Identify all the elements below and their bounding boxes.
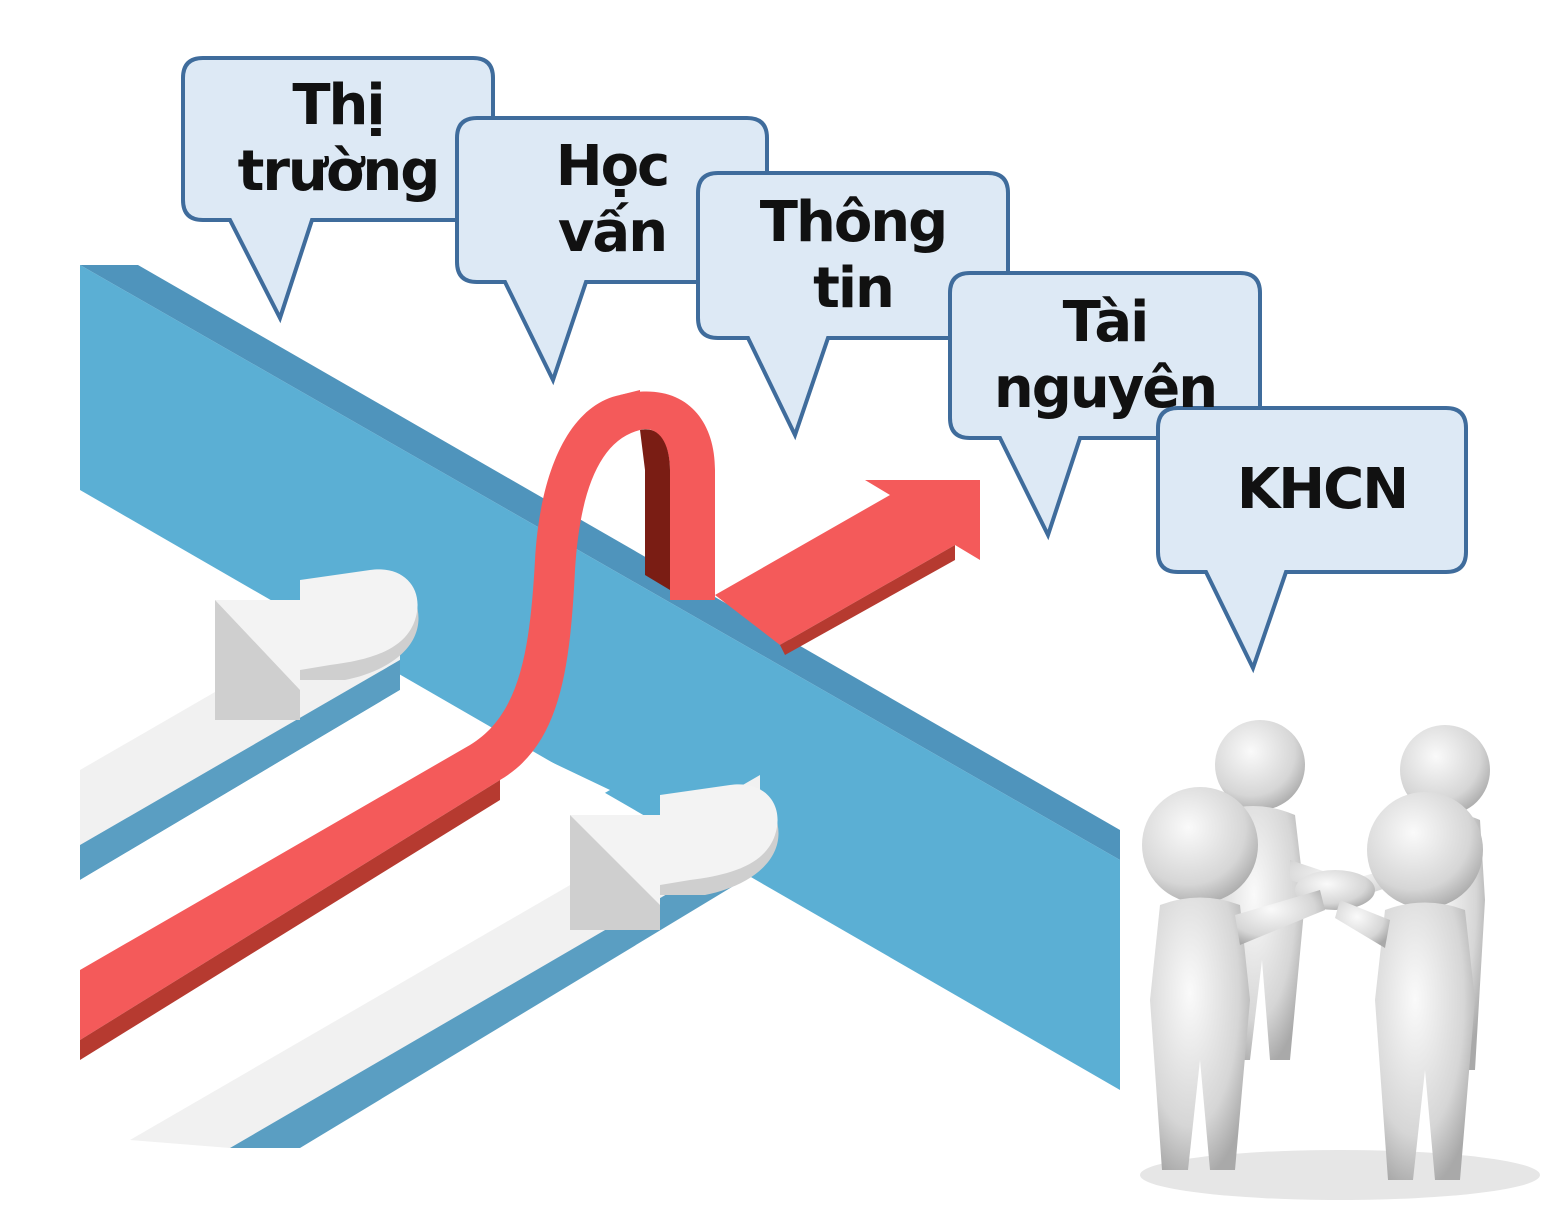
bubble-text-line: vấn bbox=[557, 200, 668, 265]
bubble-thong-tin bbox=[696, 171, 1010, 441]
white-arrow-upper bbox=[215, 569, 419, 720]
bubble-text-line: trường bbox=[237, 139, 441, 204]
bubble-text-line: tin bbox=[813, 255, 895, 321]
bubble-label-thi-truong: Thị trường bbox=[183, 58, 493, 220]
bubble-hoc-van bbox=[455, 116, 769, 386]
bubble-thi-truong bbox=[181, 56, 495, 324]
bubble-label-thong-tin: Thông tin bbox=[698, 173, 1008, 338]
bubble-text-line: KHCN bbox=[1236, 457, 1409, 522]
bubble-text-line: Tài bbox=[1062, 289, 1150, 355]
bubble-label-hoc-van: Học vấn bbox=[457, 118, 767, 282]
bubble-text-line: nguyên bbox=[993, 355, 1218, 421]
bubble-text-line: Thông bbox=[759, 189, 948, 255]
people-teamwork-figures bbox=[1140, 720, 1540, 1200]
bubble-text-line: Thị bbox=[292, 73, 385, 138]
blue-wall bbox=[80, 265, 1120, 1090]
bubble-khcn bbox=[1156, 406, 1468, 674]
bubble-tai-nguyen bbox=[948, 271, 1262, 541]
bubble-text-line: Học bbox=[555, 134, 671, 199]
bubble-label-khcn: KHCN bbox=[1158, 408, 1466, 572]
bubble-label-tai-nguyen: Tài nguyên bbox=[950, 273, 1260, 438]
white-arrow-lower bbox=[570, 784, 779, 930]
red-ribbon bbox=[80, 390, 980, 1060]
